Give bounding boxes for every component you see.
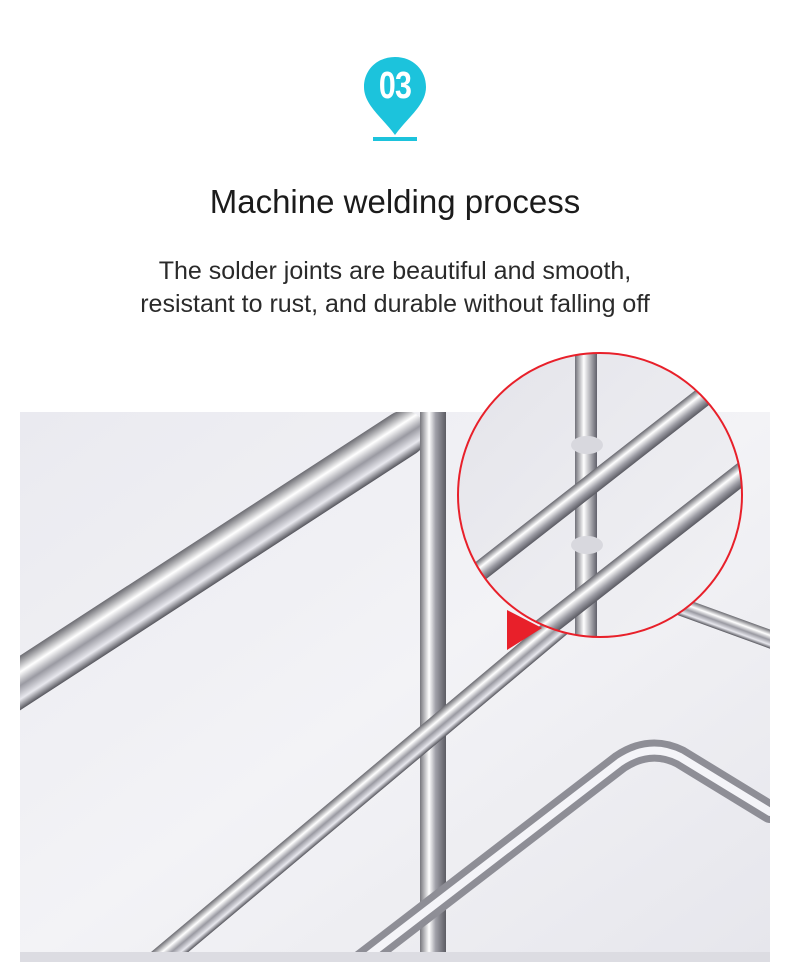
step-badge: 03 [362, 55, 428, 145]
weld-zoom-callout [455, 350, 745, 640]
location-pin-icon [364, 57, 426, 141]
section-title: Machine welding process [209, 183, 581, 220]
section-description: The solder joints are beautiful and smoo… [140, 257, 650, 318]
pointer-triangle-icon [507, 610, 542, 650]
step-number: 03 [378, 65, 412, 107]
